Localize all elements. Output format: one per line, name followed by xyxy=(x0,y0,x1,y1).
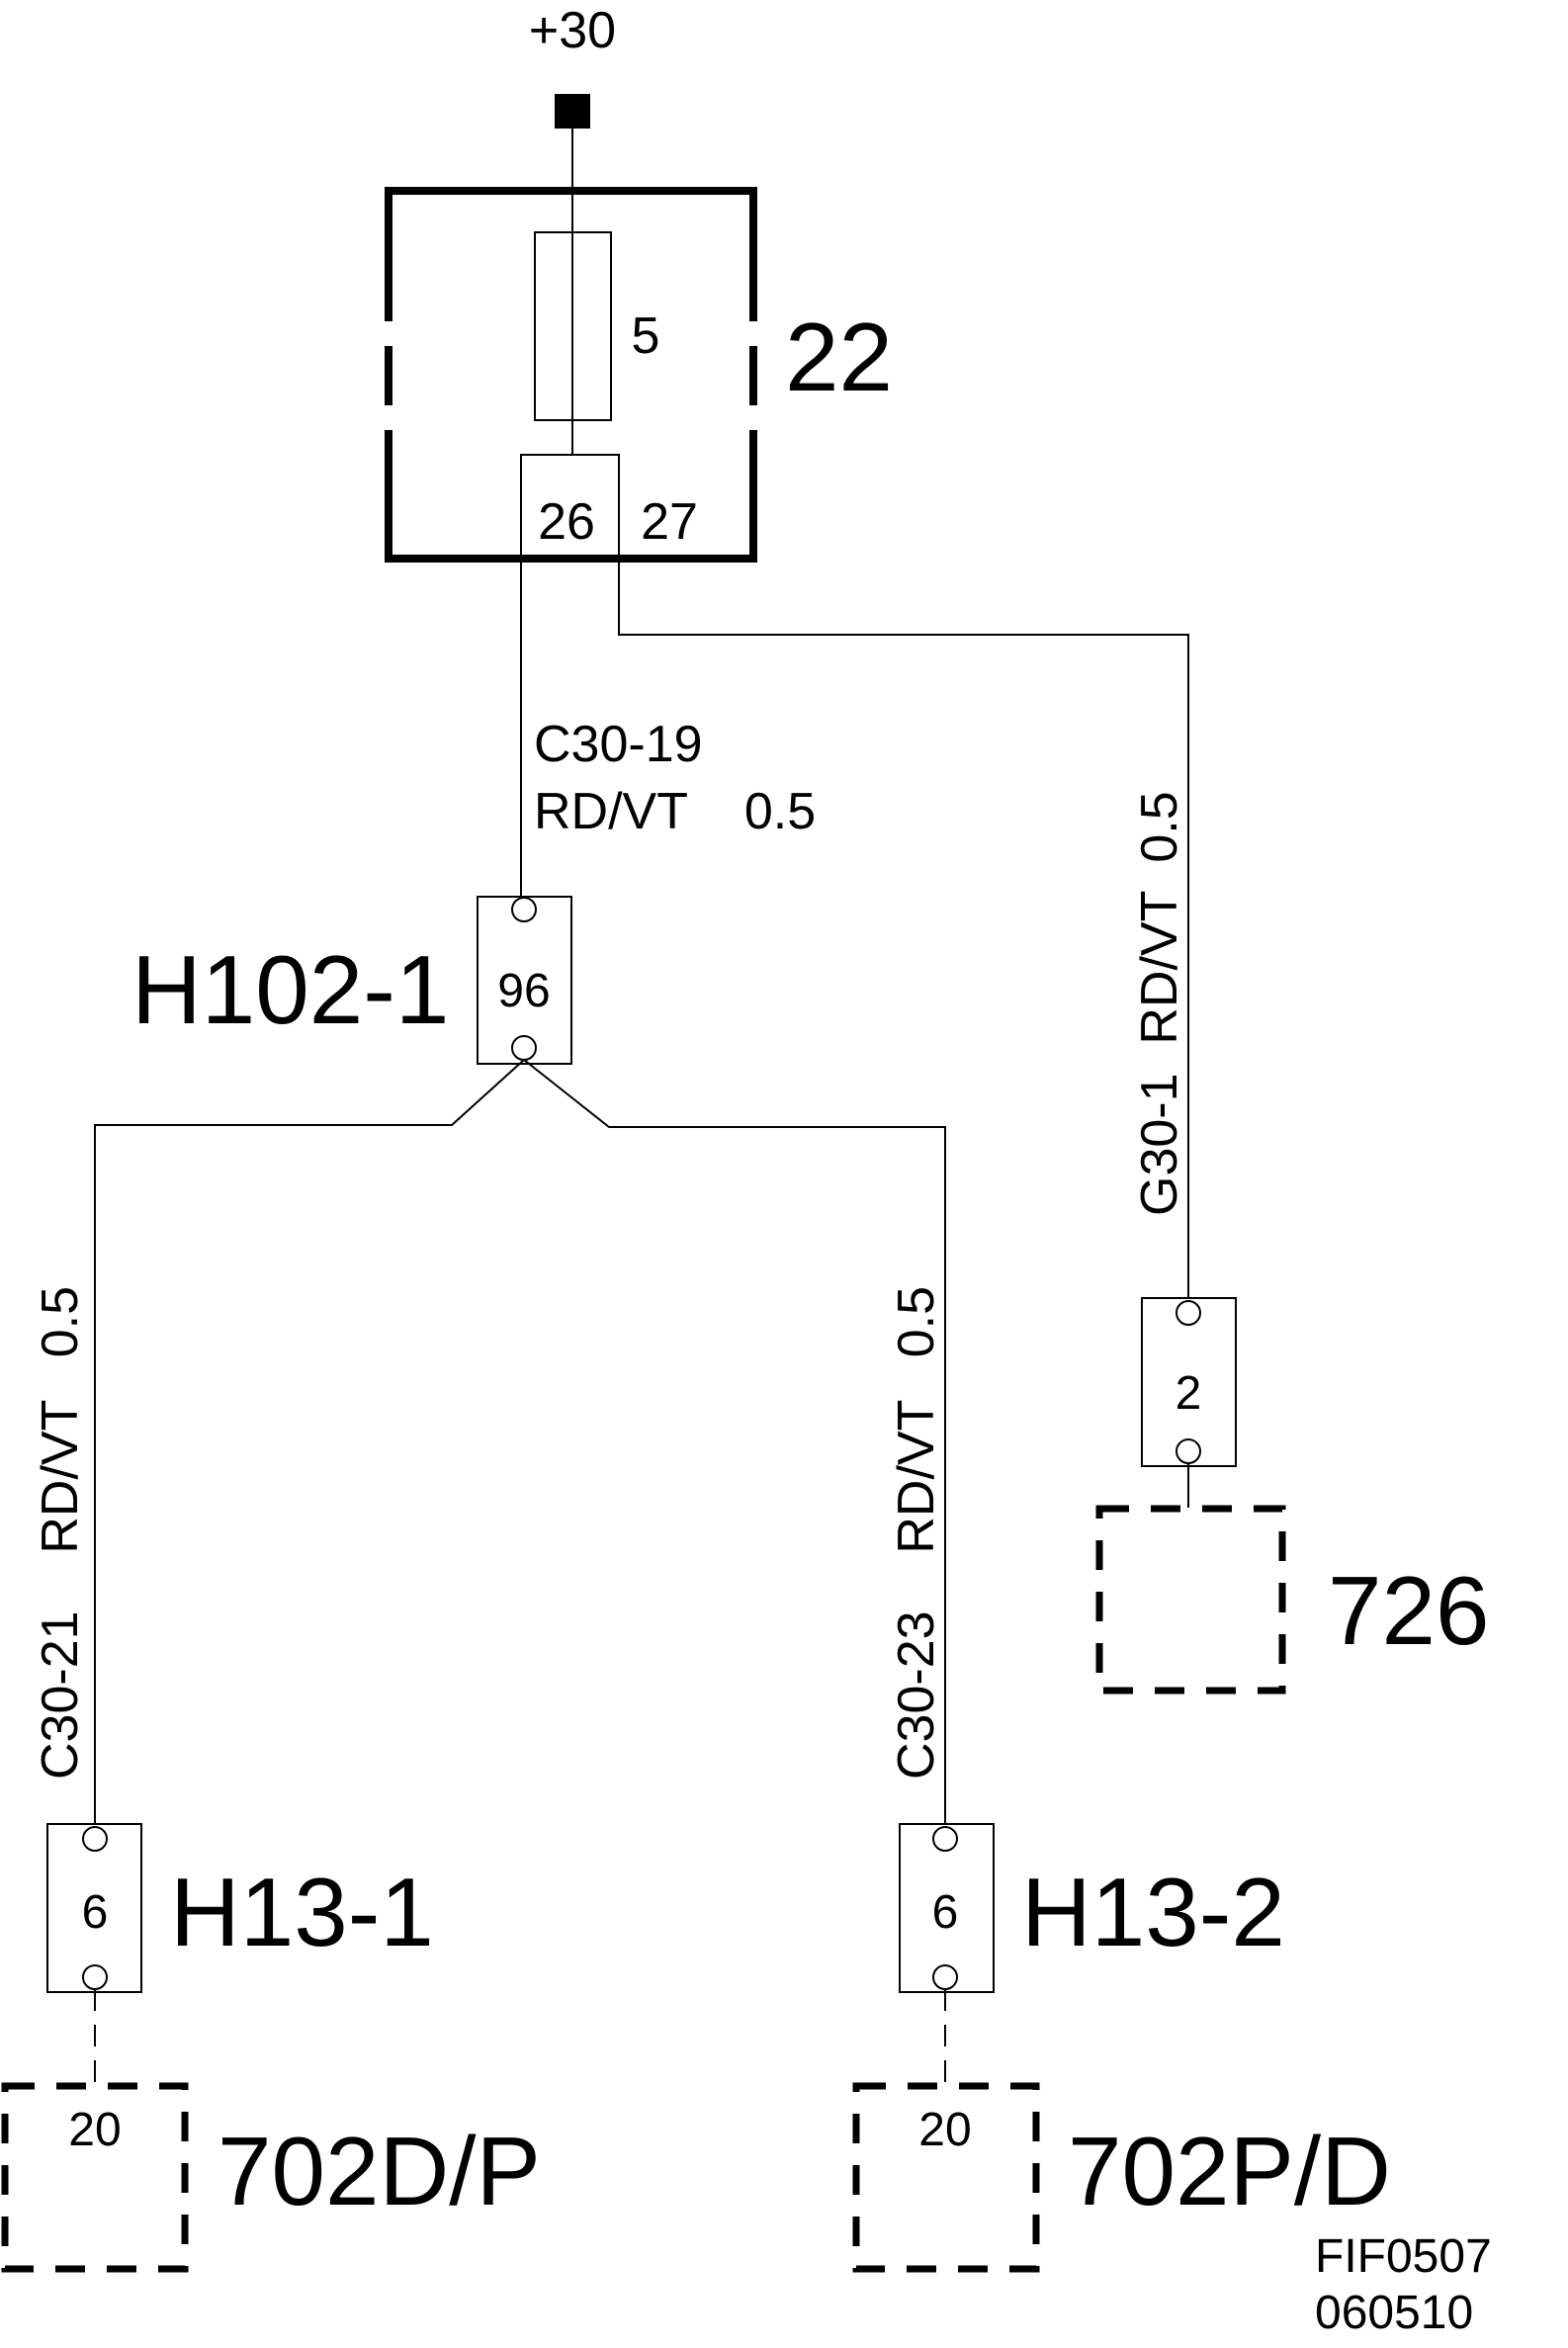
wire-c30-23 xyxy=(523,1059,946,1827)
component-726 xyxy=(1095,1505,1286,1695)
footer-date: 060510 xyxy=(1315,2287,1473,2339)
connector-726 xyxy=(1141,1297,1237,1467)
wire-c30-21-label: C30-21 RD/VT 0.5 xyxy=(32,1286,89,1780)
connector-h13-1-id: H13-1 xyxy=(170,1858,434,1966)
supply-terminal xyxy=(555,94,590,129)
connector-h13-1-pin-top xyxy=(82,1826,108,1852)
connector-726-pin-bottom xyxy=(1176,1438,1201,1464)
footer-code: FIF0507 xyxy=(1315,2230,1492,2283)
connector-h13-1-pin-bottom xyxy=(82,1964,108,1990)
connector-726-pin-top xyxy=(1176,1300,1201,1326)
connector-h102-1 xyxy=(477,896,572,1065)
component-702pd xyxy=(852,2082,1040,2273)
component-702dp-id: 702D/P xyxy=(218,2117,541,2225)
fuse-pin-26: 26 xyxy=(538,493,595,551)
connector-h102-1-pin-bottom xyxy=(511,1035,537,1061)
fuse-pin-block xyxy=(520,454,620,559)
supply-label: +30 xyxy=(529,2,616,59)
wire-g30-1-label: G30-1 RD/VT 0.5 xyxy=(1131,791,1188,1216)
fuse-box xyxy=(385,187,757,563)
fuse-pin-27: 27 xyxy=(641,493,698,551)
component-702pd-pin: 20 xyxy=(918,2104,971,2156)
connector-h102-1-pin-top xyxy=(511,897,537,922)
connector-h102-1-id: H102-1 xyxy=(131,935,449,1044)
component-702dp-pin: 20 xyxy=(68,2104,121,2156)
connector-h13-1-pin: 6 xyxy=(82,1886,109,1939)
connector-726-pin: 2 xyxy=(1176,1367,1202,1420)
component-726-id: 726 xyxy=(1328,1556,1490,1665)
component-702pd-id: 702P/D xyxy=(1068,2117,1391,2225)
wire-g30-1 xyxy=(618,559,1189,1300)
fuse-box-id: 22 xyxy=(785,303,893,411)
wire-c30-21 xyxy=(94,1059,525,1827)
connector-h13-2-pin: 6 xyxy=(932,1886,959,1939)
wire-c30-19-spec: RD/VT 0.5 xyxy=(534,783,816,840)
fuse-number: 5 xyxy=(632,307,660,365)
component-702dp xyxy=(1,2082,189,2273)
wire-c30-23-label: C30-23 RD/VT 0.5 xyxy=(888,1286,945,1780)
connector-h13-2 xyxy=(899,1823,995,1993)
connector-h13-2-id: H13-2 xyxy=(1021,1858,1285,1966)
connector-h13-2-pin-bottom xyxy=(932,1964,958,1990)
connector-h13-2-pin-top xyxy=(932,1826,958,1852)
connector-h102-1-pin: 96 xyxy=(497,965,550,1017)
wire-c30-19-code: C30-19 xyxy=(534,716,703,773)
